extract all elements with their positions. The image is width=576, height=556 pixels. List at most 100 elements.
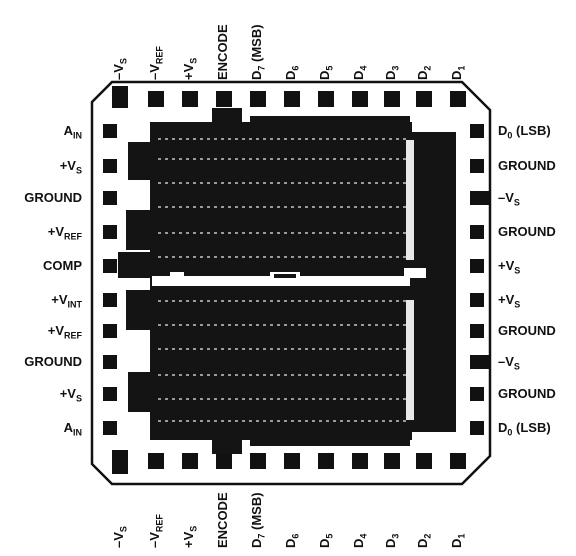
pin-subscript: 0: [507, 427, 513, 438]
pin-label: D3: [383, 533, 401, 548]
bond-pad: [470, 293, 484, 307]
pin-name: D: [283, 70, 298, 80]
top-pad-row: [112, 86, 466, 108]
pin-name: +V: [59, 386, 76, 401]
cell-row: [158, 300, 406, 302]
pin-subscript: 2: [422, 533, 433, 539]
core-left-tab: [118, 252, 154, 278]
pin-name: +V: [498, 258, 515, 273]
pin-label: D1: [449, 66, 467, 80]
pin-subscript: S: [188, 525, 199, 532]
center-feature: [404, 268, 426, 278]
pin-name: +V: [181, 531, 196, 548]
pin-subscript: 3: [390, 533, 401, 539]
pin-name: –V: [111, 532, 126, 548]
pin-name: GROUND: [24, 354, 82, 369]
bond-pad: [384, 91, 400, 107]
bond-pad: [416, 91, 432, 107]
pin-label: D0 (LSB): [498, 124, 551, 141]
bond-pad: [103, 324, 117, 338]
pin-subscript: S: [188, 57, 199, 64]
pin-name: A: [63, 123, 73, 138]
bottom-pad-row: [112, 450, 466, 474]
pin-label: +VREF: [2, 324, 82, 341]
pin-name: +V: [498, 292, 515, 307]
center-feature-inner: [274, 274, 296, 278]
pin-name: GROUND: [498, 224, 556, 239]
pin-name: GROUND: [498, 158, 556, 173]
bond-pad: [216, 91, 232, 107]
bond-pad: [352, 453, 368, 469]
pin-subscript: S: [118, 526, 129, 533]
bond-pad: [470, 124, 484, 138]
bond-pad: [103, 259, 117, 273]
bond-pad: [318, 91, 334, 107]
pin-name: D: [351, 538, 366, 548]
bond-pad: [416, 453, 432, 469]
pin-subscript: S: [513, 361, 520, 372]
bond-pad: [318, 453, 334, 469]
pin-name: GROUND: [498, 323, 556, 338]
pin-name: GROUND: [24, 190, 82, 205]
pin-name: D: [383, 70, 398, 80]
cell-row: [158, 232, 406, 234]
bond-pad: [352, 91, 368, 107]
cell-row: [158, 398, 406, 400]
pin-label: D2: [415, 65, 433, 80]
pin-label: D5: [317, 66, 335, 80]
pin-subscript: REF: [154, 514, 165, 533]
cell-row: [158, 324, 406, 326]
pin-label: GROUND: [498, 159, 556, 172]
pin-name: D: [317, 538, 332, 548]
pin-label: GROUND: [498, 324, 556, 337]
bond-pad: [470, 421, 484, 435]
right-channel: [406, 300, 414, 420]
pin-label: D5: [317, 534, 335, 548]
bond-pad: [450, 453, 466, 469]
pin-name: D: [249, 538, 264, 548]
pin-subscript: 1: [456, 533, 467, 539]
pin-subscript: 2: [422, 65, 433, 71]
pin-label: +VS: [181, 525, 199, 548]
bond-pad: [182, 91, 198, 107]
bond-pad: [470, 191, 490, 205]
pin-subscript: REF: [64, 231, 82, 242]
pin-label: +VREF: [2, 225, 82, 242]
pin-subscript: 3: [390, 65, 401, 71]
pin-suffix: (LSB): [512, 420, 551, 435]
bond-pad: [103, 387, 117, 401]
pin-label: D7 (MSB): [249, 492, 267, 548]
pin-label: ENCODE: [215, 492, 230, 548]
cell-row: [158, 374, 406, 376]
bond-pad: [250, 91, 266, 107]
pin-label: D3: [383, 65, 401, 80]
core-bottom-strip: [250, 438, 410, 446]
pin-suffix: (LSB): [512, 123, 551, 138]
pin-subscript: S: [513, 197, 520, 208]
pin-name: +V: [59, 158, 76, 173]
bond-pad: [112, 86, 128, 108]
bond-pad: [103, 159, 117, 173]
pin-label: GROUND: [2, 355, 82, 368]
pin-label: D6: [283, 66, 301, 80]
bond-pad: [148, 91, 164, 107]
pin-label: D0 (LSB): [498, 421, 551, 438]
bond-pad: [470, 225, 484, 239]
center-feature: [170, 272, 184, 280]
cell-row: [158, 138, 406, 140]
pin-name: D: [449, 70, 464, 80]
pin-label: AIN: [2, 421, 82, 438]
pin-label: D2: [415, 533, 433, 548]
core-top-tab: [212, 108, 242, 124]
core-right-block: [410, 132, 456, 432]
pin-name: D: [498, 123, 508, 138]
pin-name: D: [415, 538, 430, 548]
bond-pad: [182, 453, 198, 469]
bond-pad: [103, 421, 117, 435]
pin-subscript: REF: [64, 330, 82, 341]
bond-pad: [284, 453, 300, 469]
pin-name: GROUND: [498, 386, 556, 401]
pin-name: D: [317, 70, 332, 80]
pin-name: D: [415, 70, 430, 80]
